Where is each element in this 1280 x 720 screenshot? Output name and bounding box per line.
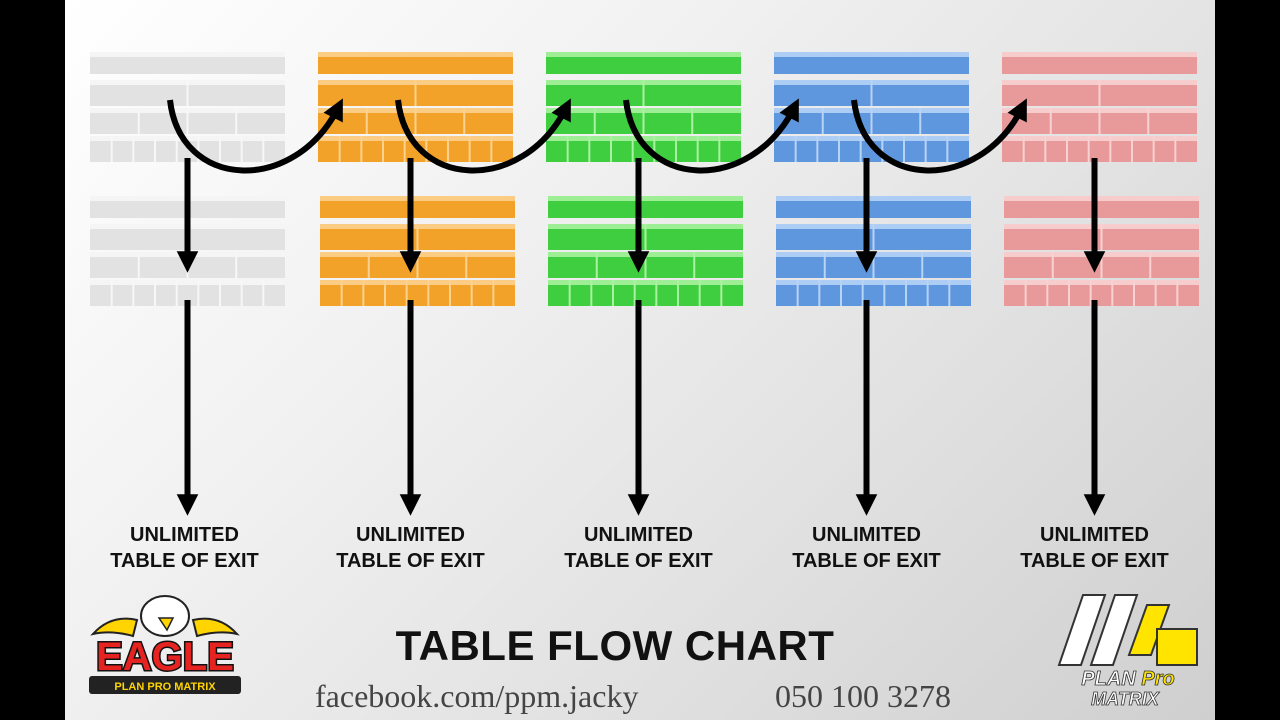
- table-row: [1002, 52, 1197, 74]
- curved-flow-arrow-icon: [851, 98, 1027, 174]
- planpro-logo-line2: MATRIX: [1091, 689, 1160, 709]
- eagle-logo-subtitle: PLAN PRO MATRIX: [114, 681, 216, 693]
- table-row: [320, 196, 515, 218]
- eagle-head-icon: [140, 595, 190, 637]
- table-row: [90, 52, 285, 74]
- eagle-logo: EAGLE PLAN PRO MATRIX: [89, 595, 241, 694]
- table-stack-bottom-blue: [776, 196, 971, 306]
- table-row: [1004, 196, 1199, 218]
- phone-contact: 050 100 3278: [775, 678, 951, 714]
- table-row: [774, 52, 969, 74]
- curved-flow-arrow-icon: [395, 98, 571, 174]
- curved-flow-arrow-icon: [167, 98, 343, 174]
- caption-line: UNLIMITED: [812, 524, 921, 546]
- planpro-logo-line1: PLAN Pro: [1081, 668, 1174, 690]
- page-title: TABLE FLOW CHART: [395, 622, 835, 669]
- caption-line: UNLIMITED: [356, 524, 465, 546]
- table-row: [318, 52, 513, 74]
- table-stack-top-blue: [774, 52, 969, 162]
- eagle-beak-icon: [157, 617, 175, 632]
- caption-orange: UNLIMITED TABLE OF EXIT: [311, 522, 511, 574]
- eagle-wing-left-icon: [90, 617, 139, 638]
- slide: UNLIMITED TABLE OF EXIT UNLIMITED TABLE OF …: [65, 0, 1215, 720]
- caption-white: UNLIMITED TABLE OF EXIT: [85, 522, 285, 574]
- table-stack-top-green: [546, 52, 741, 162]
- caption-blue: UNLIMITED TABLE OF EXIT: [767, 522, 967, 574]
- eagle-wing-right-icon: [191, 617, 240, 638]
- matrix-bars-icon: [1057, 594, 1198, 666]
- eagle-logo-word: EAGLE: [96, 635, 234, 679]
- caption-pink: UNLIMITED TABLE OF EXIT: [995, 522, 1195, 574]
- caption-line: UNLIMITED: [1040, 524, 1149, 546]
- caption-line: TABLE OF EXIT: [792, 550, 941, 572]
- facebook-contact: facebook.com/ppm.jacky: [315, 678, 639, 714]
- caption-line: TABLE OF EXIT: [1020, 550, 1169, 572]
- curved-flow-arrow-icon: [623, 98, 799, 174]
- caption-green: UNLIMITED TABLE OF EXIT: [539, 522, 739, 574]
- caption-line: TABLE OF EXIT: [336, 550, 485, 572]
- planpro-matrix-logo: PLAN Pro MATRIX: [1057, 594, 1198, 709]
- table-row: [776, 196, 971, 218]
- table-row: [548, 196, 743, 218]
- caption-line: UNLIMITED: [130, 524, 239, 546]
- table-row: [546, 52, 741, 74]
- table-stack-bottom-pink: [1004, 196, 1199, 306]
- caption-line: TABLE OF EXIT: [564, 550, 713, 572]
- table-stack-bottom-orange: [320, 196, 515, 306]
- table-flow-diagram: [90, 52, 1199, 516]
- table-stack-top-pink: [1002, 52, 1197, 162]
- table-stack-bottom-green: [548, 196, 743, 306]
- eagle-logo-band: [89, 676, 241, 694]
- caption-line: TABLE OF EXIT: [110, 550, 259, 572]
- table-stack-top-orange: [318, 52, 513, 162]
- caption-line: UNLIMITED: [584, 524, 693, 546]
